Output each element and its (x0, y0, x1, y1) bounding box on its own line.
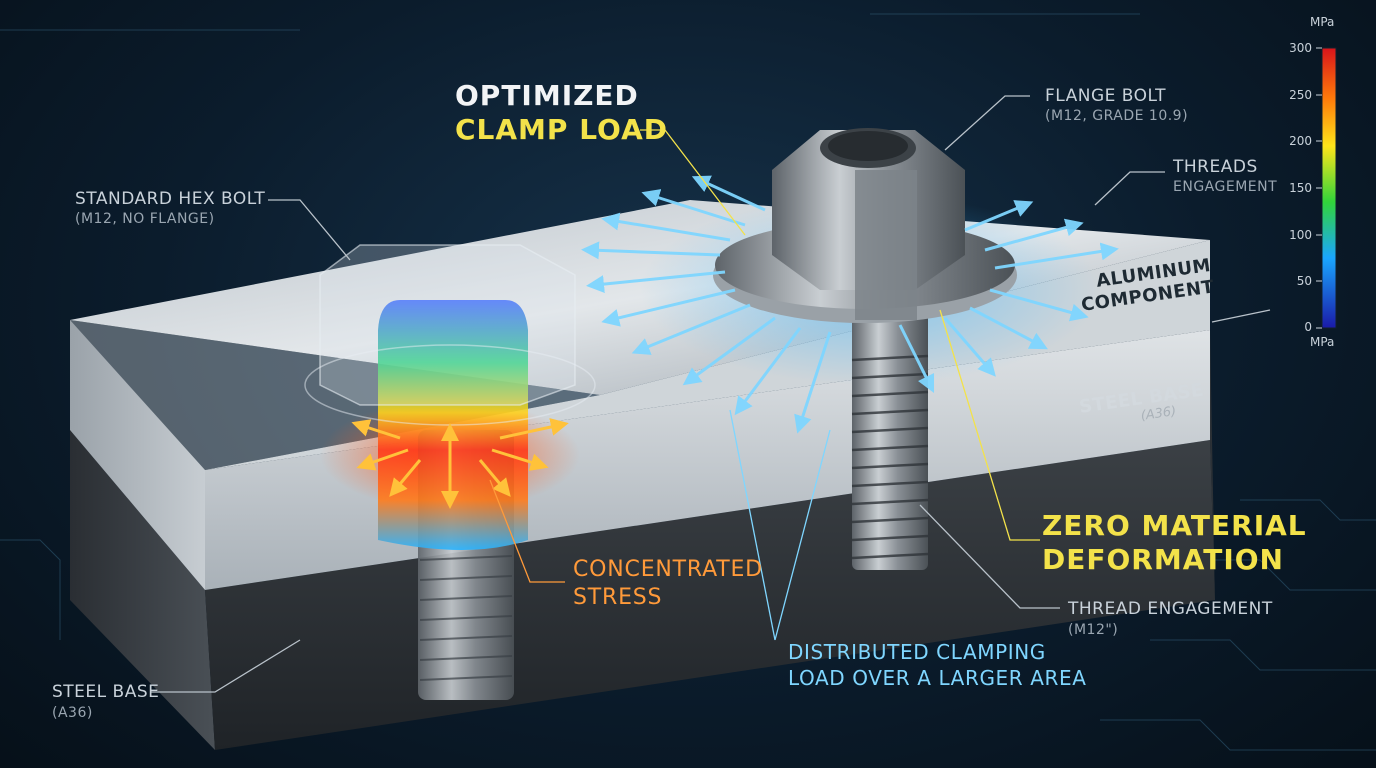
concentrated-stress-label: CONCENTRATED (573, 557, 763, 582)
flange-bolt-spec: (M12, GRADE 10.9) (1045, 108, 1189, 124)
circuit-lines (0, 13, 1376, 751)
scale-tick: 150 (1289, 181, 1312, 195)
scale-tick: 0 (1304, 320, 1312, 334)
concentrated-stress-label-2: STRESS (573, 585, 663, 610)
scale-unit-top: MPa (1310, 15, 1335, 29)
scale-unit-bottom: MPa (1310, 335, 1335, 349)
zero-deformation-label: ZERO MATERIAL (1042, 509, 1307, 542)
scale-tick: 100 (1289, 228, 1312, 242)
title-line1: OPTIMIZED (455, 79, 639, 112)
steel-base-left-spec: (A36) (52, 705, 93, 721)
threads-label-2: ENGAGEMENT (1173, 179, 1278, 195)
stress-scale (1316, 47, 1337, 329)
flange-bolt (713, 128, 1017, 570)
distributed-load-label: DISTRIBUTED CLAMPING (788, 640, 1046, 664)
standard-bolt-label: STANDARD HEX BOLT (75, 189, 266, 209)
scale-tick: 200 (1289, 134, 1312, 148)
steel-base-left-label: STEEL BASE (52, 682, 160, 702)
flange-bolt-label: FLANGE BOLT (1045, 86, 1167, 106)
leader-lines (150, 95, 1271, 693)
standard-bolt-spec: (M12, NO FLANGE) (75, 211, 215, 227)
title-line2: CLAMP LOAD (455, 113, 668, 146)
scale-tick: 50 (1296, 274, 1312, 288)
zero-deformation-label-2: DEFORMATION (1042, 543, 1284, 576)
thread-engagement-label: THREAD ENGAGEMENT (1068, 599, 1273, 619)
scale-tick: 250 (1289, 88, 1312, 102)
clamp-arrows (581, 175, 1119, 434)
stress-arrows (351, 418, 569, 509)
scale-tick: 300 (1289, 41, 1312, 55)
threads-label: THREADS (1173, 157, 1258, 177)
thread-engagement-spec: (M12") (1068, 622, 1119, 638)
distributed-load-label-2: LOAD OVER A LARGER AREA (788, 666, 1087, 690)
